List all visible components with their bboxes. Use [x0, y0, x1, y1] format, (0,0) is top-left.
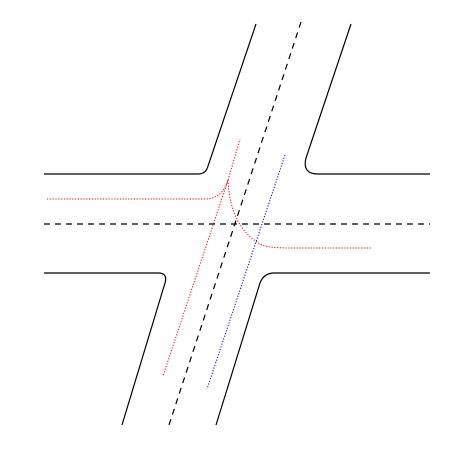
blue-trajectory-straight	[206, 154, 286, 390]
red-trajectory-exit-right	[227, 179, 372, 249]
red-trajectory-turn	[47, 138, 241, 200]
road-edge-top-right	[304, 23, 430, 175]
road-edge-top-left	[44, 23, 257, 175]
road-edge-bottom-left	[44, 272, 167, 426]
center-line-diagonal	[168, 21, 302, 426]
road-edge-bottom-right	[215, 272, 430, 426]
red-trajectory-straight	[162, 179, 229, 377]
